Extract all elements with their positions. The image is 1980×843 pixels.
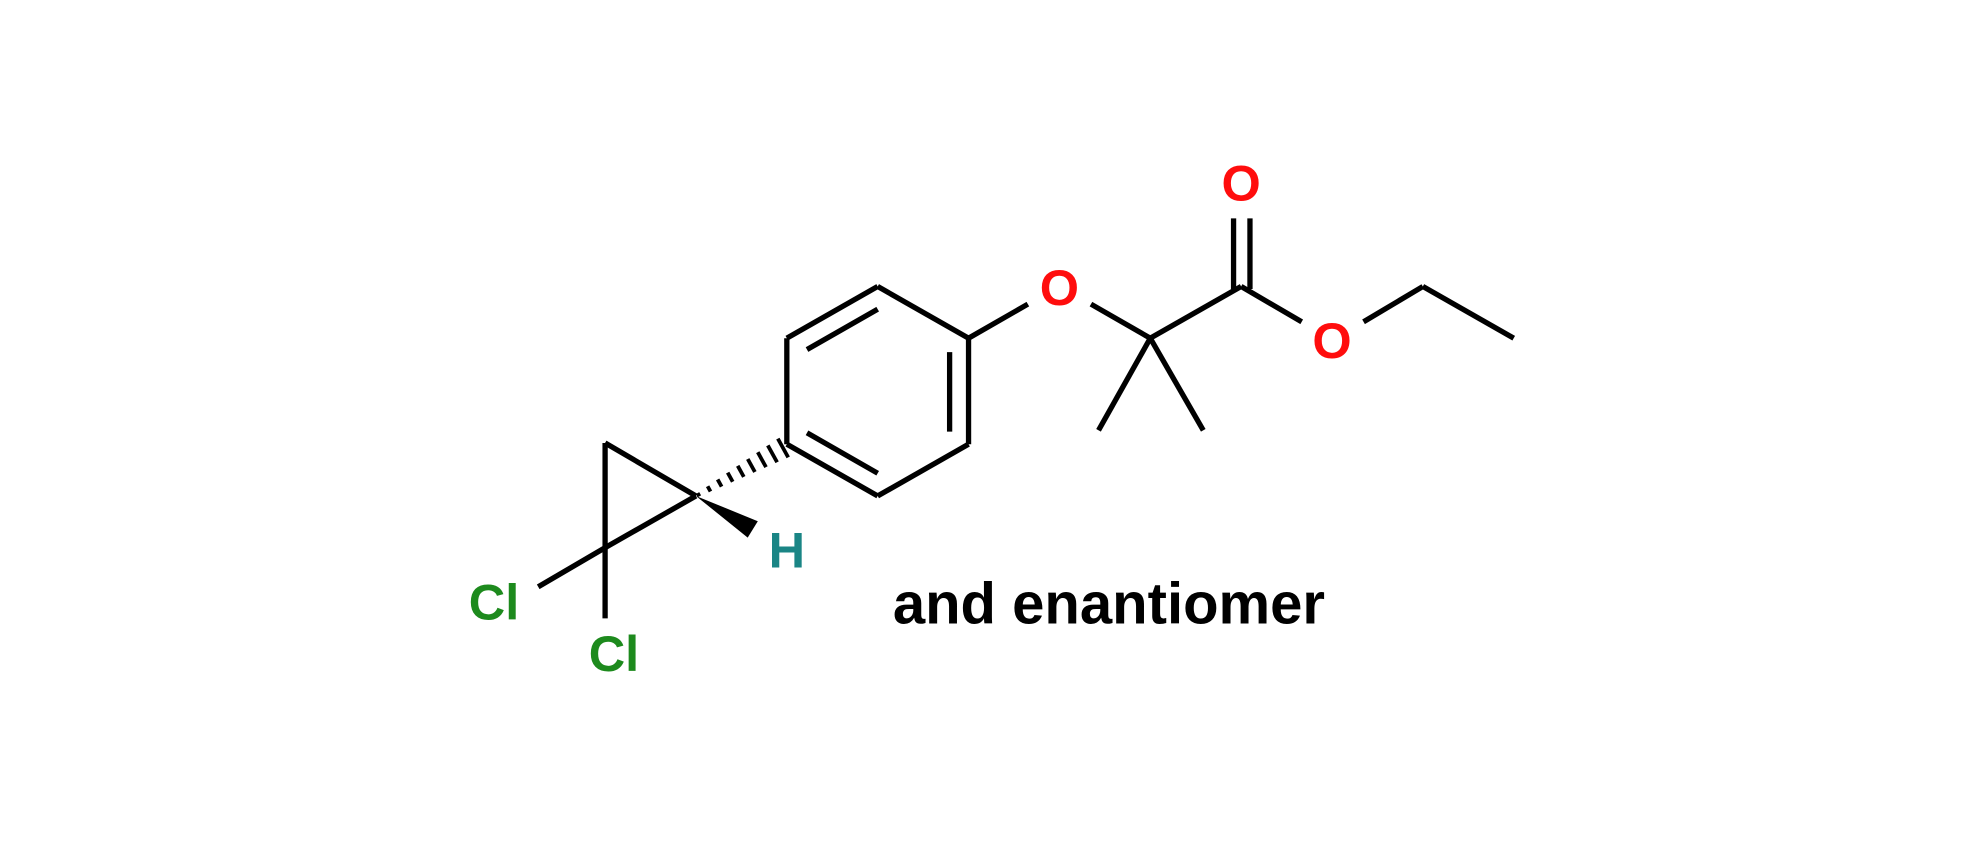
hash-mark [726, 471, 735, 483]
hash-mark [705, 485, 713, 493]
bond [603, 493, 698, 551]
bond-to-chlorine [536, 545, 607, 590]
bond [785, 284, 879, 341]
bond [1239, 284, 1304, 325]
hash-mark [695, 492, 702, 498]
bond [1148, 284, 1243, 341]
double-bond-inner [805, 430, 879, 476]
chlorine-label: Cl [469, 573, 519, 630]
cyclopropane-ring [536, 437, 790, 619]
hash-mark [766, 444, 779, 464]
bond [785, 441, 879, 499]
hash-mark [776, 437, 790, 459]
benzene-ring [784, 284, 972, 499]
ester-oxygen-label: O [1312, 312, 1351, 369]
hash-mark [736, 464, 746, 478]
bond [1421, 284, 1516, 341]
double-bond-inner [805, 306, 879, 352]
hash-mark [756, 451, 768, 469]
caption-and-enantiomer: and enantiomer [893, 571, 1325, 636]
bond [1096, 336, 1153, 432]
chlorine-label: Cl [589, 625, 639, 682]
carbonyl-oxygen-label: O [1222, 154, 1261, 211]
bond [603, 440, 698, 499]
bond [1362, 284, 1425, 325]
side-chain [967, 218, 1516, 432]
hashed-wedge-bond [695, 437, 790, 498]
hydrogen-label: H [769, 522, 805, 579]
wedge-bond [695, 495, 758, 538]
bond [967, 301, 1030, 341]
bond [876, 441, 970, 499]
bond [1147, 336, 1206, 432]
ether-oxygen-label: O [1040, 259, 1079, 316]
bond [876, 284, 970, 341]
hash-mark [715, 478, 724, 488]
bond [1089, 301, 1152, 341]
hash-mark [746, 458, 757, 473]
